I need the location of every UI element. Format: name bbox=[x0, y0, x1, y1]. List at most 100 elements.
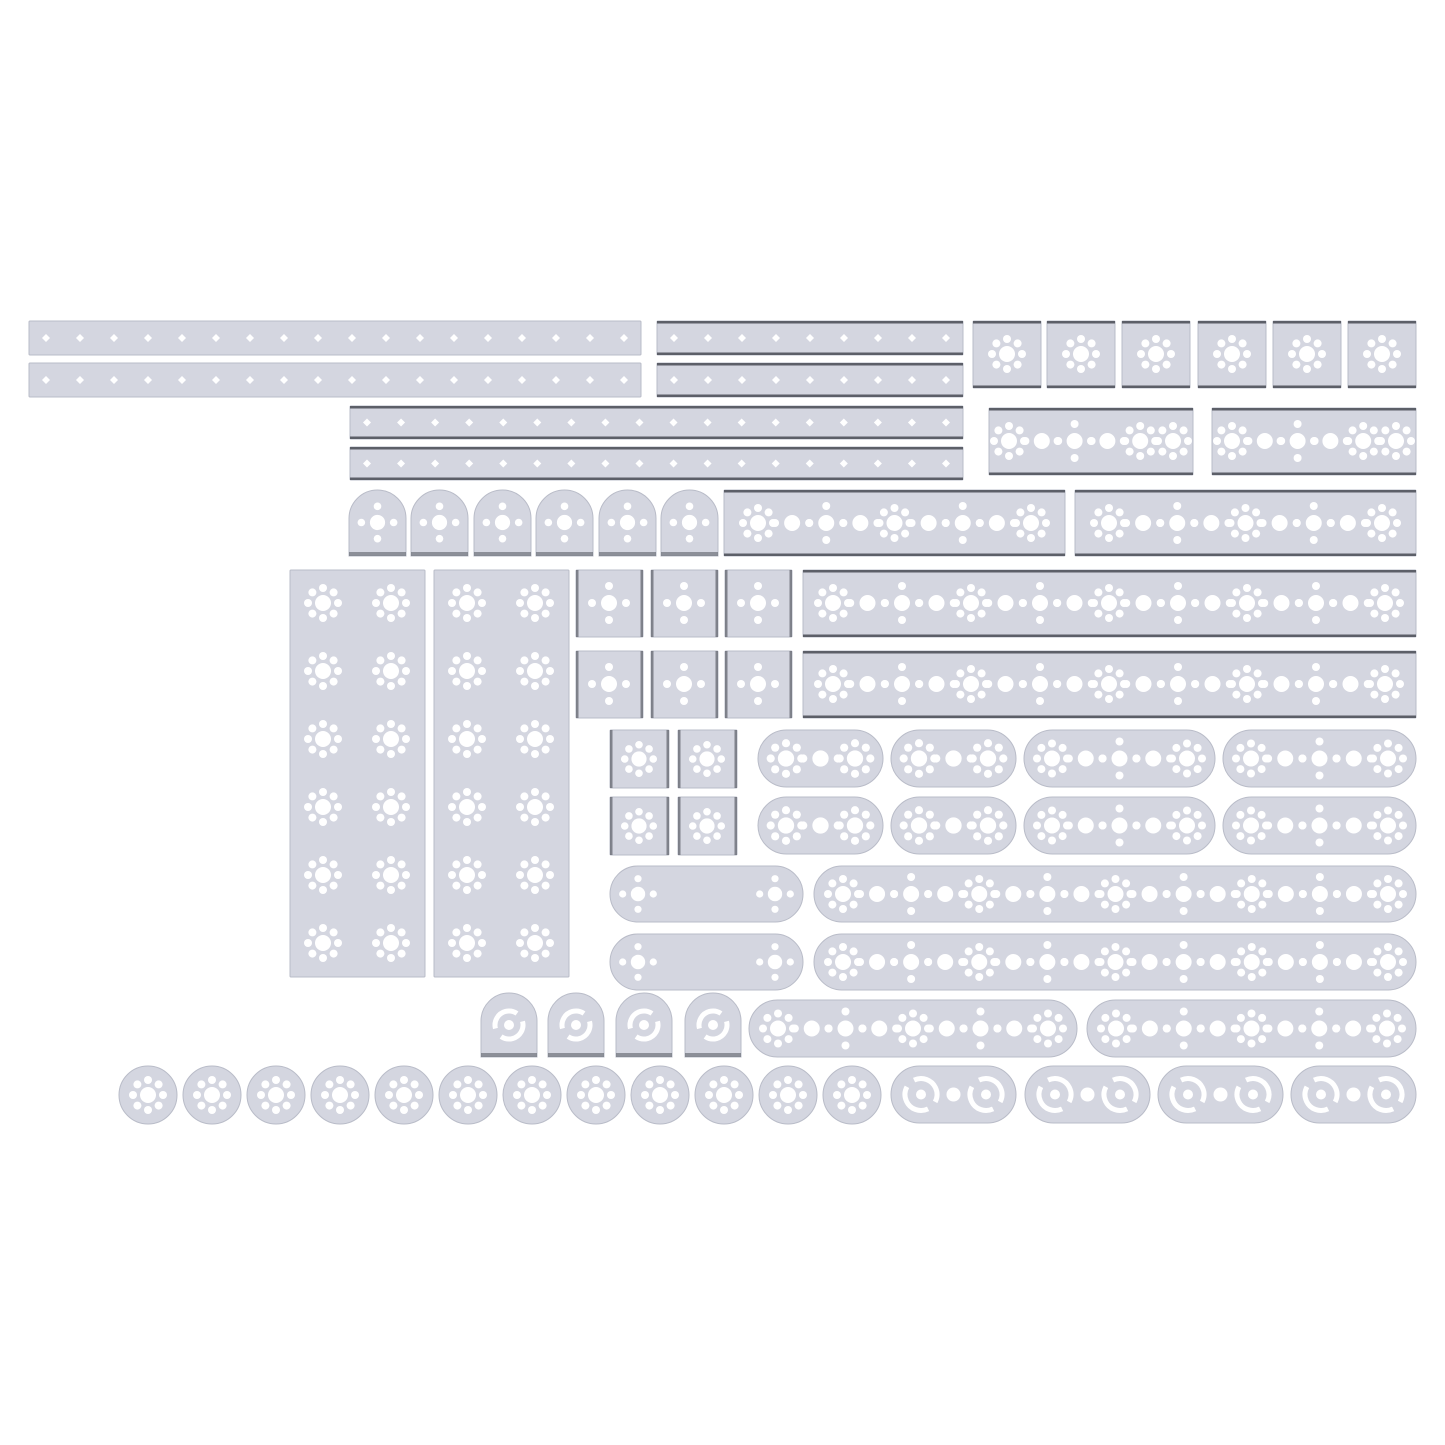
arch-c-bracket bbox=[547, 992, 605, 1058]
channel-edge bbox=[657, 394, 963, 397]
hole bbox=[329, 792, 338, 801]
hole bbox=[1239, 676, 1255, 692]
hole bbox=[494, 514, 511, 531]
hole bbox=[319, 818, 327, 826]
hole bbox=[924, 958, 933, 966]
hole bbox=[473, 588, 482, 597]
hole bbox=[1228, 599, 1236, 607]
hole bbox=[835, 954, 851, 970]
diamond-hole bbox=[942, 334, 950, 342]
small-square-plate bbox=[724, 650, 793, 719]
hole bbox=[634, 905, 642, 913]
hole bbox=[1273, 676, 1290, 692]
hole bbox=[1165, 433, 1181, 449]
hole bbox=[1135, 676, 1152, 692]
hole bbox=[1237, 879, 1246, 888]
hole bbox=[1332, 890, 1341, 898]
hole bbox=[914, 836, 924, 845]
hole bbox=[197, 1101, 206, 1110]
hole bbox=[977, 588, 986, 597]
hole bbox=[622, 680, 630, 688]
hole bbox=[435, 502, 444, 511]
slotted-oval-plate bbox=[1157, 1065, 1284, 1124]
hole bbox=[1252, 529, 1261, 538]
hole bbox=[1094, 588, 1103, 597]
hole bbox=[990, 437, 998, 445]
hole bbox=[1243, 954, 1260, 970]
hole bbox=[1374, 515, 1390, 531]
hole bbox=[329, 881, 338, 890]
hole bbox=[329, 609, 338, 618]
hole bbox=[1157, 680, 1165, 688]
channel-edge bbox=[989, 472, 1193, 475]
hole bbox=[964, 900, 973, 909]
hole bbox=[1310, 437, 1318, 445]
hole bbox=[592, 1106, 600, 1114]
hole bbox=[1053, 437, 1062, 445]
hole bbox=[1173, 502, 1182, 510]
channel-edge bbox=[1212, 408, 1416, 411]
hole bbox=[964, 879, 973, 888]
hole bbox=[1239, 595, 1255, 611]
arc-slot bbox=[1036, 1076, 1074, 1113]
hole bbox=[387, 924, 395, 932]
hole bbox=[1243, 665, 1251, 673]
side-edge bbox=[725, 651, 728, 718]
hole bbox=[1043, 873, 1052, 881]
hole bbox=[850, 806, 860, 815]
hole bbox=[620, 822, 629, 830]
hole bbox=[1345, 1020, 1362, 1037]
hole bbox=[473, 813, 482, 822]
diamond-hole bbox=[908, 334, 916, 342]
hole bbox=[474, 1101, 483, 1110]
hole bbox=[666, 1080, 675, 1089]
diamond-hole bbox=[110, 334, 118, 342]
hole bbox=[1039, 954, 1056, 970]
hole bbox=[1054, 1035, 1063, 1044]
diamond-hole bbox=[533, 418, 542, 427]
hole bbox=[1332, 754, 1341, 763]
hole bbox=[1183, 836, 1191, 845]
hole bbox=[1115, 529, 1124, 538]
hole bbox=[964, 947, 973, 956]
hole bbox=[818, 669, 827, 678]
hole bbox=[713, 832, 721, 840]
hole bbox=[766, 754, 775, 763]
hole bbox=[699, 751, 715, 767]
oval-plate bbox=[1086, 999, 1417, 1058]
hole bbox=[1043, 941, 1052, 949]
hole bbox=[1253, 609, 1262, 618]
hole bbox=[1311, 750, 1328, 767]
hole bbox=[781, 806, 791, 815]
hole bbox=[1342, 676, 1359, 692]
hole bbox=[400, 1076, 408, 1084]
hole bbox=[764, 529, 773, 538]
diamond-hole bbox=[670, 334, 678, 342]
hole bbox=[1204, 595, 1221, 611]
hole bbox=[1384, 769, 1392, 778]
hole bbox=[1122, 519, 1131, 527]
hole bbox=[560, 534, 569, 543]
hole bbox=[828, 900, 837, 909]
hole bbox=[1312, 697, 1320, 705]
hole bbox=[1253, 690, 1262, 699]
hole bbox=[1264, 821, 1273, 830]
hole bbox=[1175, 886, 1192, 902]
hole bbox=[1345, 954, 1362, 970]
hole bbox=[1175, 1020, 1192, 1037]
plate-body bbox=[433, 569, 570, 978]
hole bbox=[849, 968, 858, 977]
hole bbox=[1329, 599, 1338, 607]
hole bbox=[218, 1101, 227, 1110]
hole bbox=[520, 792, 529, 801]
hole bbox=[1248, 1089, 1258, 1100]
hole bbox=[975, 905, 984, 913]
channel-edge bbox=[973, 321, 1041, 324]
hole bbox=[546, 599, 554, 607]
hole bbox=[1005, 422, 1013, 430]
channel-edge bbox=[350, 406, 963, 409]
hole bbox=[839, 609, 848, 618]
hole bbox=[376, 656, 385, 665]
diamond-hole bbox=[484, 376, 492, 384]
arch-bracket bbox=[473, 489, 532, 557]
